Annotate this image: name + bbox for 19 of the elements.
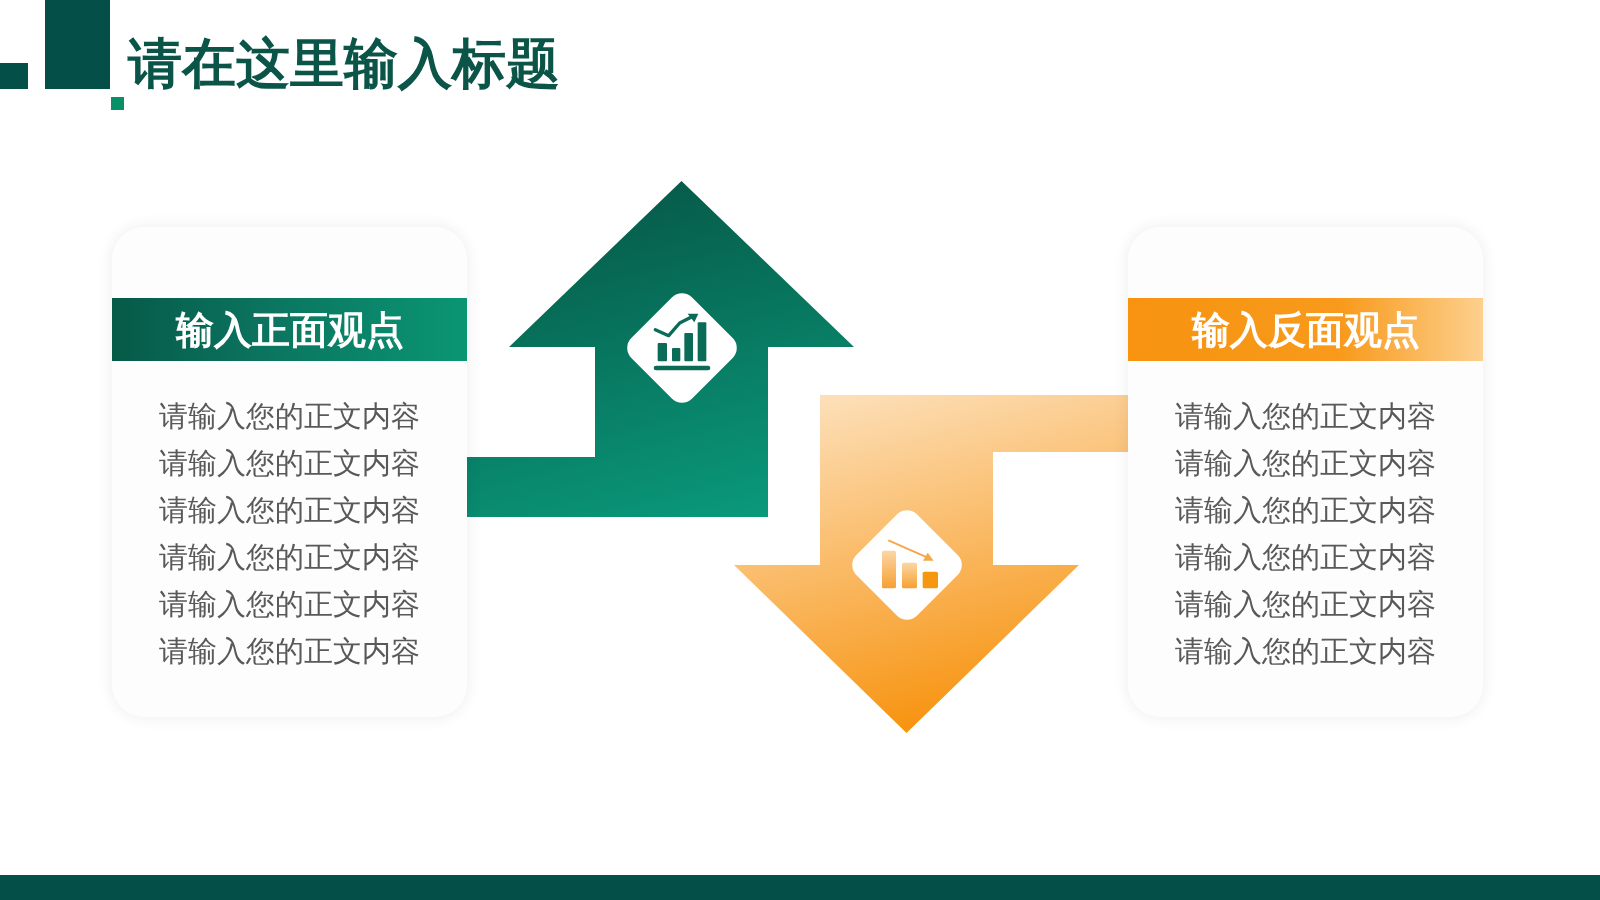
- body-text: 请输入您的正文内容: [159, 493, 420, 528]
- card-heading: 输入反面观点: [1191, 310, 1420, 349]
- card: [112, 227, 467, 717]
- body-text: 请输入您的正文内容: [1175, 634, 1436, 669]
- body-text: 请输入您的正文内容: [1175, 493, 1436, 528]
- body-text: 请输入您的正文内容: [159, 634, 420, 669]
- body-text: 请输入您的正文内容: [1175, 587, 1436, 622]
- body-text: 请输入您的正文内容: [1175, 399, 1436, 434]
- card: [1128, 227, 1483, 717]
- header-band: [112, 298, 467, 361]
- body-text: 请输入您的正文内容: [1175, 540, 1436, 575]
- body-text: 请输入您的正文内容: [159, 540, 420, 575]
- body-text: 请输入您的正文内容: [159, 587, 420, 622]
- body-text: 请输入您的正文内容: [1175, 446, 1436, 481]
- title: 请在这里输入标题: [128, 36, 560, 90]
- card-heading: 输入正面观点: [175, 310, 404, 349]
- body-text: 请输入您的正文内容: [159, 399, 420, 434]
- body-text: 请输入您的正文内容: [159, 446, 420, 481]
- header-band: [1128, 298, 1483, 361]
